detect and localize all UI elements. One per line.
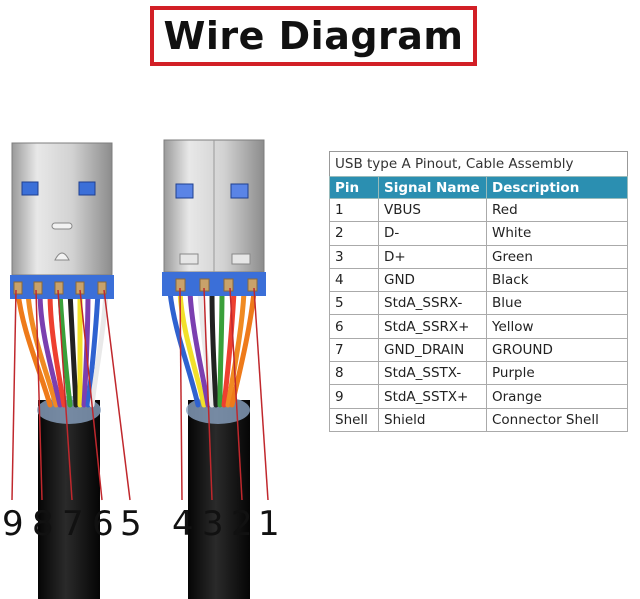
cell-pin: 1 <box>329 197 379 223</box>
table-caption: USB type A Pinout, Cable Assembly <box>329 151 628 176</box>
pin-label-2: 2 <box>231 504 253 544</box>
cell-signal: GND <box>378 267 487 293</box>
cell-description: Orange <box>486 384 628 409</box>
right-cable-jacket <box>188 400 250 599</box>
left-cable-jacket <box>38 400 100 599</box>
diagram-title: Wire Diagram <box>163 14 464 58</box>
cell-description: GROUND <box>486 337 628 363</box>
table-header-row: Pin Signal Name Description <box>329 176 628 199</box>
cell-description: Purple <box>486 361 628 386</box>
right-wires <box>167 289 257 408</box>
right-shell-window-1 <box>175 183 194 199</box>
cell-signal: GND_DRAIN <box>378 337 487 363</box>
pin-label-3: 3 <box>202 504 224 544</box>
cell-description: Yellow <box>486 314 628 339</box>
cell-pin: 4 <box>329 267 379 293</box>
cell-pin: 7 <box>329 337 379 363</box>
cell-description: White <box>486 221 628 246</box>
pin-leader-lines <box>11 287 269 501</box>
cell-pin: 8 <box>329 361 379 386</box>
pin-label-1: 1 <box>258 504 280 544</box>
right-shell-tab-1 <box>179 253 199 265</box>
pin-label-4: 4 <box>172 504 194 544</box>
pin-label-7: 7 <box>62 504 84 544</box>
cell-signal: Shield <box>378 407 487 432</box>
cell-description: Red <box>486 197 628 223</box>
left-shell-window-2 <box>78 181 96 196</box>
cell-signal: StdA_SSTX- <box>378 361 487 386</box>
cell-description: Blue <box>486 291 628 316</box>
cell-signal: VBUS <box>378 197 487 223</box>
pin-label-6: 6 <box>92 504 114 544</box>
cell-signal: StdA_SSTX+ <box>378 384 487 409</box>
title-box: Wire Diagram <box>150 6 477 66</box>
header-pin: Pin <box>329 176 379 199</box>
left-shell-slot <box>51 222 73 230</box>
left-connector <box>10 142 114 599</box>
pin-label-5: 5 <box>120 504 142 544</box>
header-description: Description <box>486 176 628 199</box>
cell-pin: Shell <box>329 407 379 432</box>
cell-signal: StdA_SSRX- <box>378 291 487 316</box>
cell-pin: 3 <box>329 244 379 269</box>
cell-description: Connector Shell <box>486 407 628 432</box>
cell-pin: 9 <box>329 384 379 409</box>
right-connector <box>162 139 266 599</box>
left-shell-window-1 <box>21 181 39 196</box>
cell-pin: 5 <box>329 291 379 316</box>
right-shell-tab-2 <box>231 253 251 265</box>
pinout-table-wrapper: USB type A Pinout, Cable Assembly Pin Si… <box>329 151 628 432</box>
right-shell-window-2 <box>230 183 249 199</box>
left-wires <box>15 289 109 408</box>
cell-description: Green <box>486 244 628 269</box>
cell-signal: D+ <box>378 244 487 269</box>
cell-description: Black <box>486 267 628 293</box>
left-shell-tab <box>54 252 70 261</box>
pin-label-8: 8 <box>32 504 54 544</box>
cell-pin: 6 <box>329 314 379 339</box>
cell-pin: 2 <box>329 221 379 246</box>
cell-signal: StdA_SSRX+ <box>378 314 487 339</box>
cell-signal: D- <box>378 221 487 246</box>
header-signal-name: Signal Name <box>378 176 487 199</box>
pin-label-9: 9 <box>2 504 24 544</box>
